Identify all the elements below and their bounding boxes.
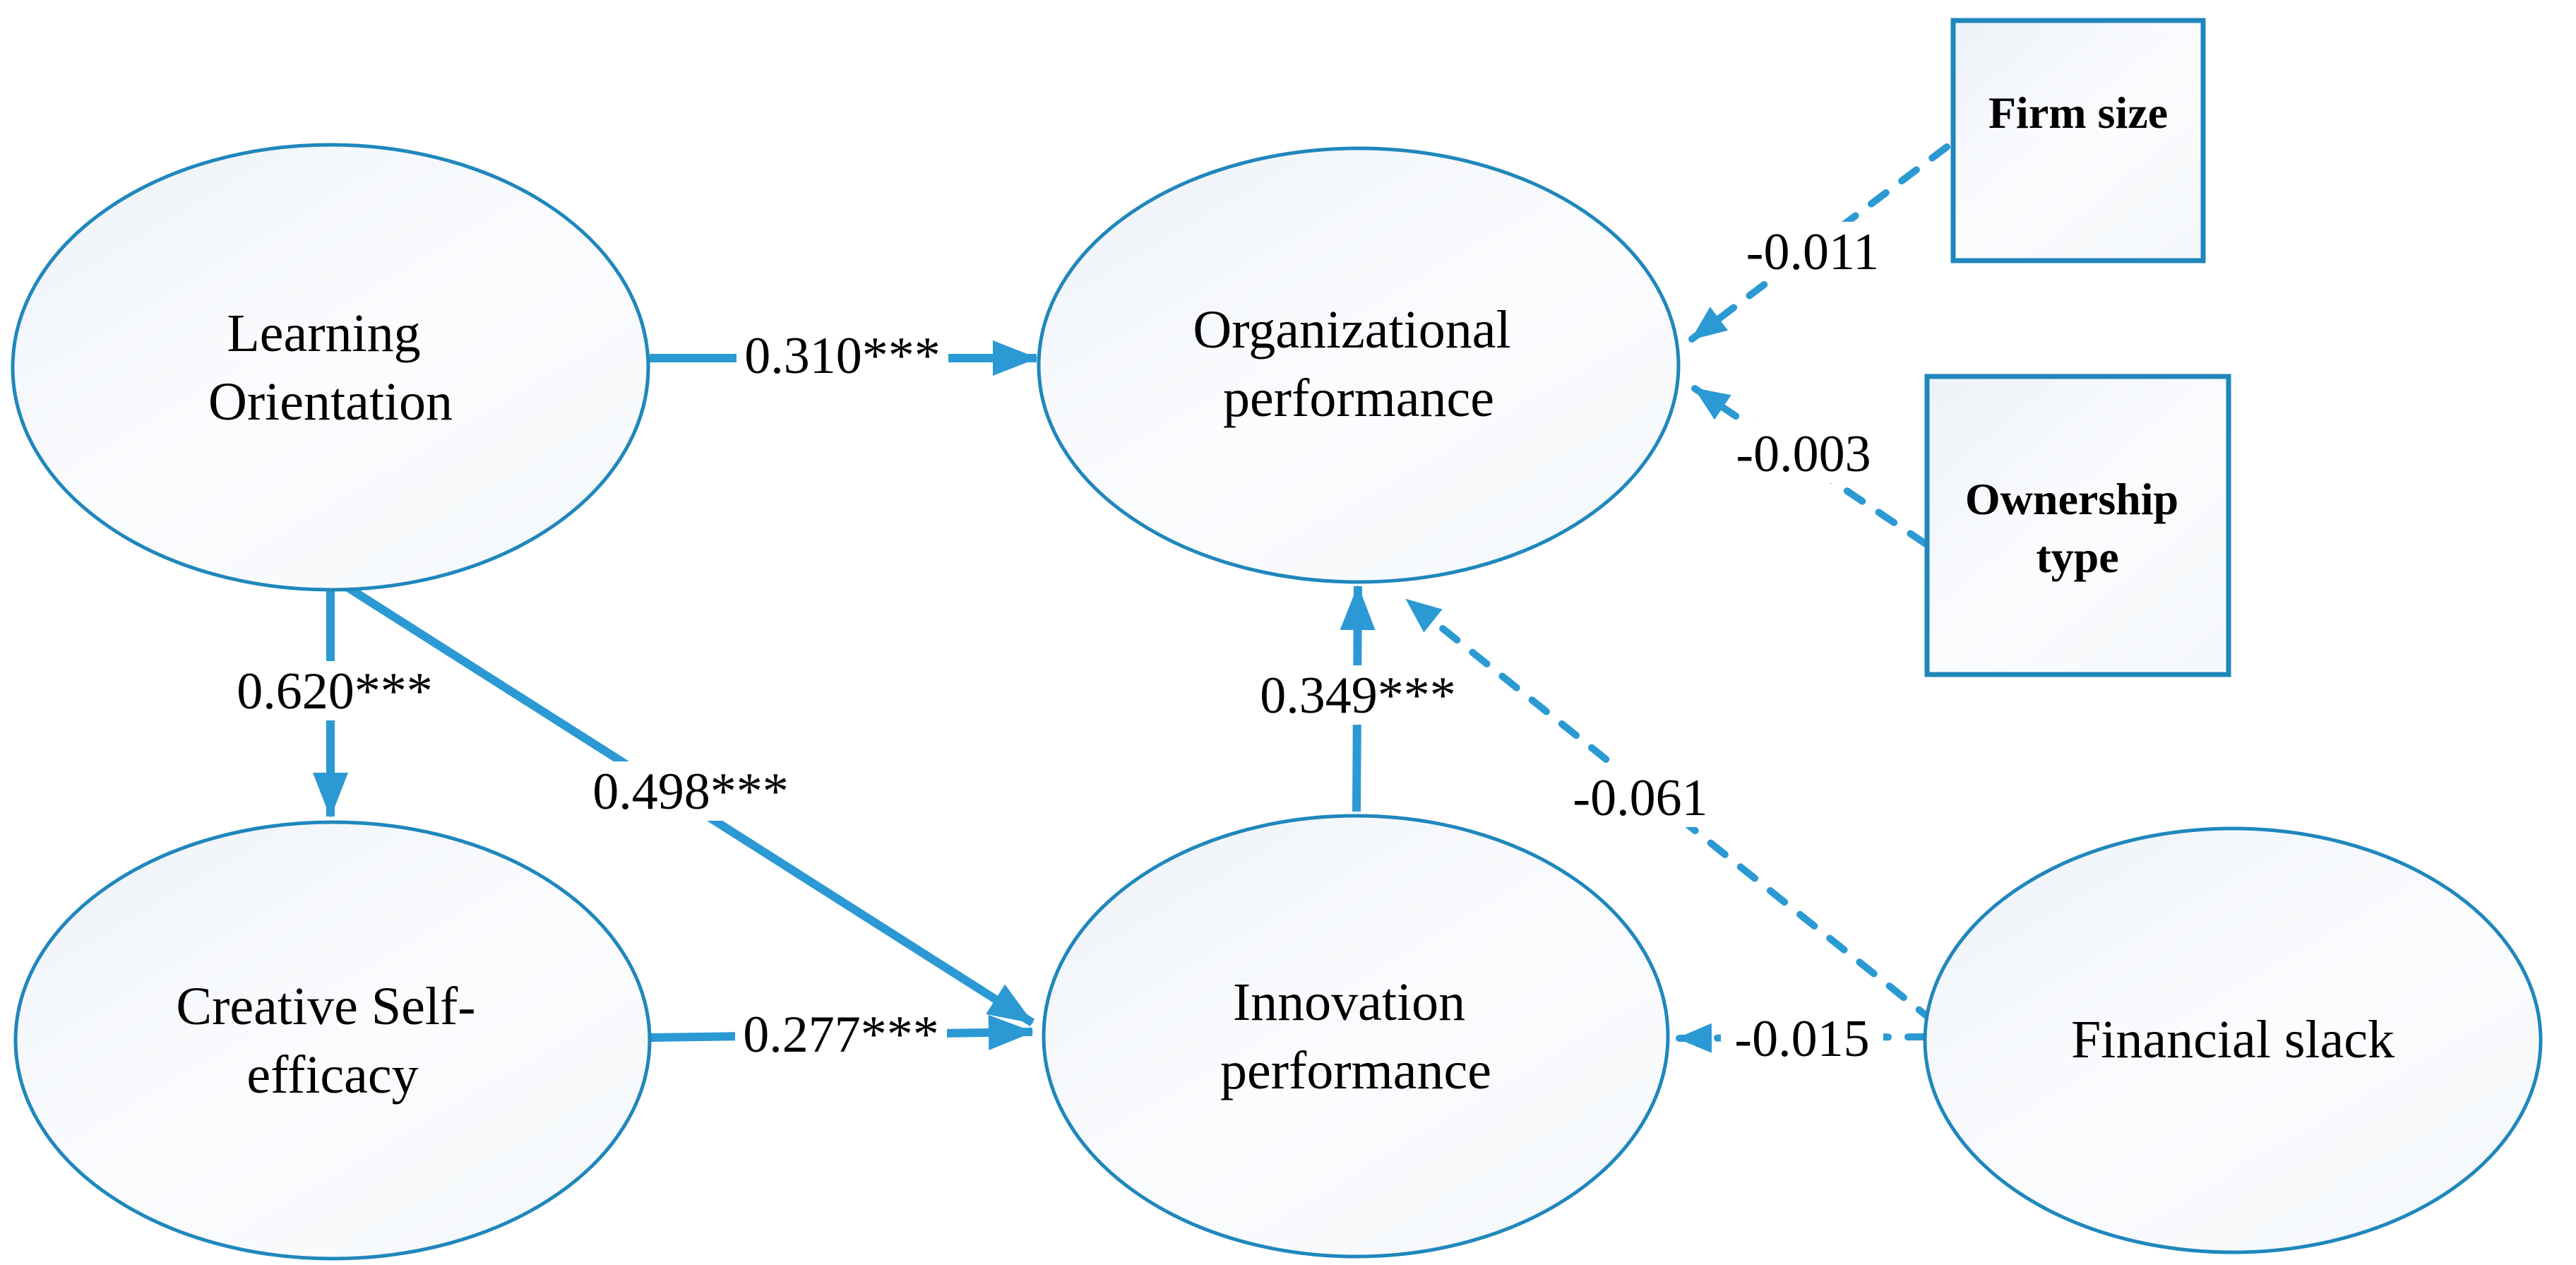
- node-financial-slack: [1923, 826, 2543, 1254]
- coef-fs-to-op: -0.061: [1573, 769, 1707, 827]
- label-financial-slack: Financial slack: [2071, 1010, 2395, 1069]
- coef-ip-to-op: 0.349***: [1260, 667, 1456, 725]
- coef-fs-to-ip: -0.015: [1734, 1010, 1869, 1068]
- coef-lo-to-cse: 0.620***: [237, 663, 433, 720]
- label-firm-size: Firm size: [1988, 88, 2168, 138]
- edge-ownership-to-op: [1691, 385, 1929, 547]
- node-organizational-performance: [1037, 146, 1681, 584]
- edge-label-backgrounds: [229, 222, 1894, 1068]
- coef-lo-to-ip: 0.498***: [592, 763, 789, 821]
- node-labels: Learning Orientation Organizational perf…: [176, 88, 2395, 1105]
- node-innovation-performance: [1042, 814, 1670, 1259]
- edge-fs-to-op: [1403, 596, 1937, 1025]
- nodes-layer: [11, 18, 2543, 1261]
- node-learning-orientation: [11, 143, 650, 592]
- label-organizational-performance: Organizational performance: [1193, 300, 1524, 428]
- label-ownership-type: Ownership type: [1965, 474, 2190, 582]
- edge-labels: 0.310*** 0.620*** 0.498*** 0.277*** 0.34…: [237, 223, 1879, 1068]
- label-creative-self-efficacy: Creative Self- efficacy: [176, 977, 489, 1105]
- coef-firmsize-to-op: -0.011: [1746, 223, 1879, 281]
- node-ownership-type: [1924, 374, 2231, 677]
- label-innovation-performance: Innovation performance: [1220, 973, 1491, 1100]
- coef-cse-to-ip: 0.277***: [743, 1006, 939, 1064]
- node-creative-self-efficacy: [13, 820, 652, 1261]
- label-learning-orientation: Learning Orientation: [208, 304, 453, 432]
- coef-ownership-to-op: -0.003: [1736, 425, 1871, 483]
- node-firm-size: [1950, 18, 2206, 263]
- coef-lo-to-op: 0.310***: [744, 327, 941, 385]
